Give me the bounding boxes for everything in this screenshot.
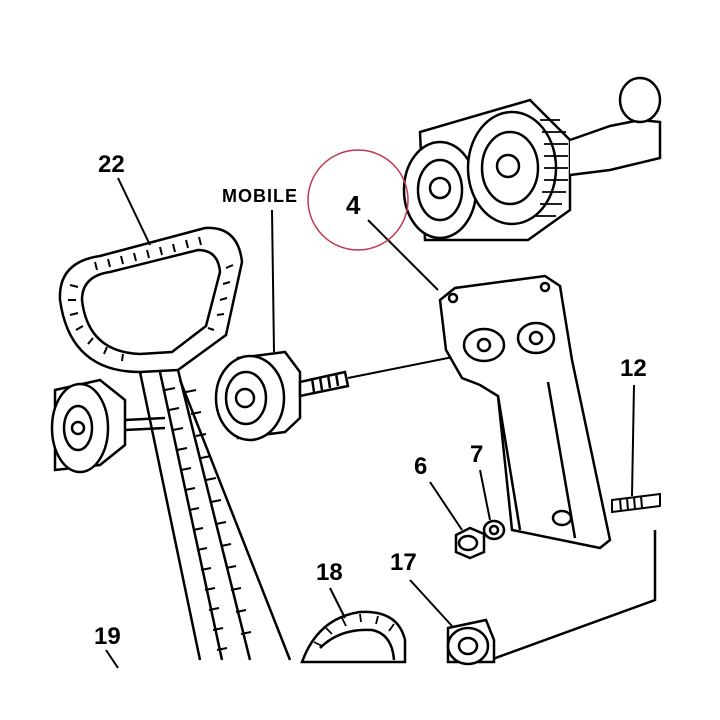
label-22: 22 (98, 151, 125, 178)
sprocket-teeth (313, 613, 395, 647)
nut (454, 526, 486, 560)
highlight-circle (307, 149, 409, 251)
tensioner-roller (214, 350, 350, 442)
engine-block-outline (489, 530, 657, 662)
leader-4 (367, 219, 439, 291)
label-18: 18 (316, 559, 343, 586)
left-idler-pulley (50, 378, 166, 474)
lower-pulley (446, 618, 496, 666)
leader-mobile (271, 209, 275, 353)
leader-18 (329, 587, 346, 619)
label-6: 6 (414, 453, 427, 480)
leader-7 (479, 469, 491, 521)
label-17: 17 (390, 549, 417, 576)
leader-17 (409, 579, 453, 627)
belt-teeth (68, 236, 252, 651)
label-19: 19 (94, 623, 121, 650)
engine-edge (178, 379, 292, 661)
camshaft-teeth (536, 119, 568, 217)
label-12: 12 (620, 355, 647, 382)
leader-12 (631, 384, 635, 497)
stud (611, 492, 661, 514)
label-mobile: MOBILE (222, 186, 298, 206)
leader-22 (117, 177, 151, 246)
crank-sprocket (300, 610, 407, 664)
leader-6 (429, 481, 463, 531)
label-4: 4 (346, 190, 361, 220)
leader-19 (105, 649, 119, 669)
tensioner-bracket (438, 274, 612, 550)
washer (482, 519, 506, 541)
camshaft-pulley (402, 76, 662, 242)
label-7: 7 (470, 441, 483, 468)
